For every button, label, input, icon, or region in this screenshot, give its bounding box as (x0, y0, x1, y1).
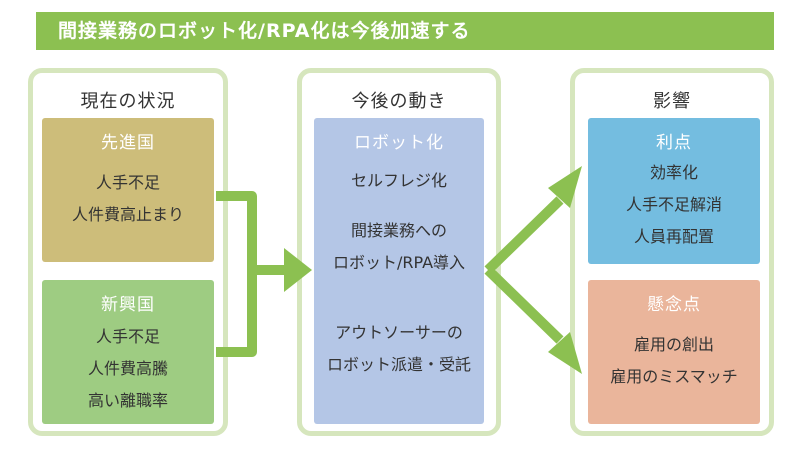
box-robotization: ロボット化 セルフレジ化 間接業務への ロボット/RPA導入 アウトソーサーの … (314, 118, 484, 424)
concerns-line-2: 雇用のミスマッチ (610, 367, 738, 386)
emerging-title: 新興国 (101, 295, 155, 315)
developed-title: 先進国 (101, 133, 155, 153)
panel-impact: 影響 利点 効率化 人手不足解消 人員再配置 懸念点 雇用の創出 雇用のミスマッ… (570, 68, 774, 436)
future-item-outsourcer-1: アウトソーサーの (335, 323, 463, 342)
future-item-outsourcer-2: ロボット派遣・受託 (326, 355, 471, 374)
emerging-line-1: 人手不足 (95, 327, 160, 346)
merge-bracket (216, 191, 257, 357)
panel-title-impact: 影響 (653, 91, 691, 112)
developed-line-2: 人件費高止まり (71, 205, 184, 224)
box-developed-countries: 先進国 人手不足 人件費高止まり (42, 118, 214, 262)
diverge-arrow-upper-shaft (484, 196, 564, 274)
diverge-arrow-lower-shaft (484, 266, 564, 344)
future-item-indirect-1: 間接業務への (350, 221, 447, 240)
box-concerns: 懸念点 雇用の創出 雇用のミスマッチ (588, 280, 760, 424)
diverge-arrow-lower-head (548, 332, 582, 374)
panel-future-trends: 今後の動き ロボット化 セルフレジ化 間接業務への ロボット/RPA導入 アウト… (297, 68, 501, 436)
robotization-title: ロボット化 (354, 133, 444, 153)
merits-line-2: 人手不足解消 (625, 195, 722, 214)
merits-line-3: 人員再配置 (633, 227, 714, 246)
panel-current-situation: 現在の状況 先進国 人手不足 人件費高止まり 新興国 人手不足 人件費高騰 高い… (28, 68, 228, 436)
diverge-arrow-upper-head (548, 166, 582, 208)
box-merits: 利点 効率化 人手不足解消 人員再配置 (588, 118, 760, 264)
concerns-line-1: 雇用の創出 (633, 335, 714, 354)
merge-arrow-head (284, 248, 312, 292)
future-item-self-checkout: セルフレジ化 (350, 171, 447, 190)
banner-title: 間接業務のロボット化/RPA化は今後加速する (36, 12, 774, 50)
concerns-title: 懸念点 (647, 295, 701, 315)
panel-title-future: 今後の動き (351, 91, 447, 112)
emerging-line-3: 高い離職率 (87, 391, 168, 410)
panel-title-current: 現在の状況 (80, 91, 176, 112)
emerging-line-2: 人件費高騰 (87, 359, 168, 378)
merits-line-1: 効率化 (649, 163, 698, 182)
box-emerging-countries: 新興国 人手不足 人件費高騰 高い離職率 (42, 280, 214, 424)
merits-title: 利点 (656, 133, 692, 153)
future-item-indirect-2: ロボット/RPA導入 (332, 253, 466, 272)
developed-line-1: 人手不足 (95, 173, 160, 192)
